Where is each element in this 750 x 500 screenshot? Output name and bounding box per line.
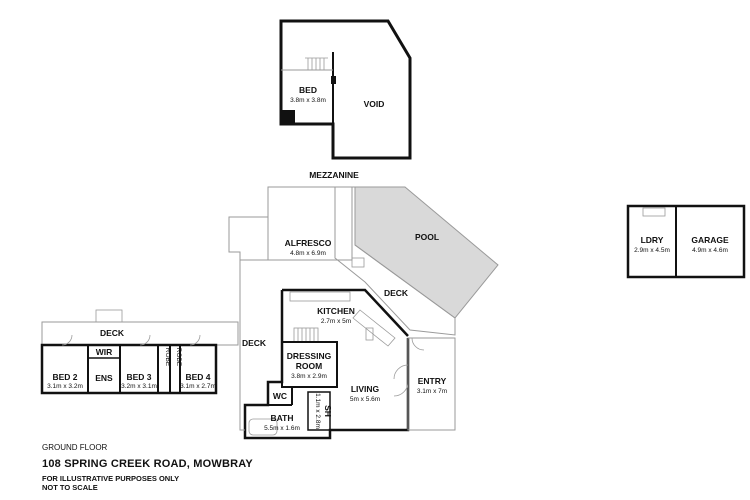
- entry-door: [411, 337, 425, 351]
- living-label: LIVING: [351, 384, 380, 394]
- bath-label: BATH: [271, 413, 294, 423]
- mezzanine-label: MEZZANINE: [309, 170, 359, 180]
- mezzanine-post: [331, 76, 336, 84]
- shower-outline: [307, 391, 331, 431]
- main-stairs: [293, 327, 319, 343]
- deck-outline: [334, 186, 456, 336]
- deck-mid-label: DECK: [100, 328, 125, 338]
- property-address: 108 SPRING CREEK ROAD, MOWBRAY: [42, 458, 253, 470]
- ens-label: ENS: [95, 373, 113, 383]
- mezz-bed-dims: 3.8m x 3.8m: [290, 97, 326, 104]
- kitchen-dims: 2.7m x 5m: [321, 318, 351, 325]
- mezzanine-level: BED 3.8m x 3.8m VOID MEZZANINE: [279, 19, 412, 180]
- bed4-dims: 3.1m x 2.7m: [180, 383, 216, 390]
- disclaimer-line-1: FOR ILLUSTRATIVE PURPOSES ONLY: [42, 474, 180, 483]
- living-dims: 5m x 5.6m: [350, 396, 380, 403]
- shower-dims: 1.1m x 2.8m: [314, 393, 321, 429]
- ldry-bench: [642, 207, 666, 217]
- bedroom-deck-outline: [41, 321, 239, 346]
- pool-label: POOL: [415, 232, 439, 242]
- robe2-label: ROBE: [175, 348, 182, 367]
- entry-label: ENTRY: [418, 376, 447, 386]
- wc-label: WC: [273, 391, 287, 401]
- dressing-label-1: DRESSING: [287, 351, 332, 361]
- bathtub: [248, 418, 278, 436]
- living-door-2: [393, 381, 409, 397]
- bed3-door: [139, 334, 151, 346]
- main-house: DECK KITCHEN 2.7m x 5m DRESSING ROOM 3.8…: [239, 288, 456, 440]
- deck-center-label: DECK: [384, 288, 409, 298]
- ground-floor-label: GROUND FLOOR: [42, 443, 108, 452]
- outdoor-area: ALFRESCO 4.8m x 6.9m POOL DECK: [228, 186, 499, 336]
- alfresco-dims: 4.8m x 6.9m: [290, 250, 326, 257]
- mezzanine-stairs: [305, 57, 328, 70]
- ldry-dims: 2.9m x 4.5m: [634, 247, 670, 254]
- house-wall-left: [243, 290, 410, 440]
- alfresco-label: ALFRESCO: [285, 238, 332, 248]
- bed3-dims: 3.2m x 3.1m: [121, 383, 157, 390]
- bed4-label: BED 4: [185, 372, 210, 382]
- kitchen-island: [352, 309, 396, 347]
- bed3-label: BED 3: [126, 372, 151, 382]
- dressing-dims: 3.8m x 2.9m: [291, 373, 327, 380]
- ldry-label: LDRY: [641, 235, 664, 245]
- alfresco-step: [228, 216, 268, 290]
- bed2-dims: 3.1m x 3.2m: [47, 383, 83, 390]
- kitchen-sink: [365, 327, 374, 341]
- void-label: VOID: [364, 99, 385, 109]
- mezz-bed-label: BED: [299, 85, 317, 95]
- shower-label: SH: [323, 405, 333, 417]
- deck-left-outline: [239, 290, 245, 431]
- deck-left-label: DECK: [242, 338, 267, 348]
- robe1-label: ROBE: [164, 348, 171, 367]
- dressing-label-2: ROOM: [296, 361, 322, 371]
- bed2-label: BED 2: [52, 372, 77, 382]
- pool-steps: [351, 257, 365, 268]
- garage-label: GARAGE: [691, 235, 729, 245]
- bedroom-deck-step: [95, 309, 123, 323]
- house-wall-top: [282, 288, 409, 337]
- bath-dims: 5.5m x 1.6m: [264, 425, 300, 432]
- bedroom-wing-outline: [40, 343, 218, 395]
- kitchen-bench: [289, 291, 351, 302]
- dressing-room-outline: [281, 341, 338, 388]
- garage-dims: 4.9m x 4.6m: [692, 247, 728, 254]
- disclaimer-line-2: NOT TO SCALE: [42, 483, 98, 492]
- entry-dims: 3.1m x 7m: [417, 388, 447, 395]
- mezzanine-column: [281, 110, 295, 124]
- entry-outline: [407, 337, 456, 431]
- bed4-door: [189, 334, 201, 346]
- garage-building: LDRY 2.9m x 4.5m GARAGE 4.9m x 4.6m: [626, 204, 746, 279]
- kitchen-label: KITCHEN: [317, 306, 355, 316]
- bed2-door: [61, 334, 73, 346]
- garage-building-outline: [626, 204, 746, 279]
- pool-shape: [354, 186, 499, 319]
- bedroom-wing: DECK BED 2 3.1m x 3.2m WIR ENS BED 3 3.2…: [40, 309, 239, 395]
- wir-label: WIR: [96, 347, 113, 357]
- living-door: [393, 364, 409, 380]
